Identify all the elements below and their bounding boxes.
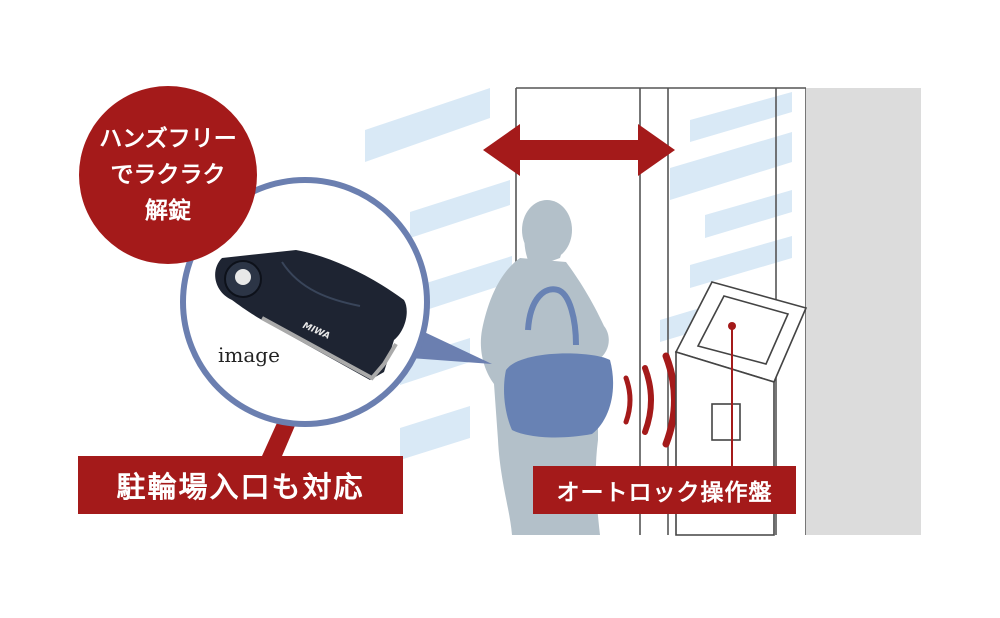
badge-line-1: ハンズフリー <box>99 125 237 152</box>
wall <box>806 88 921 535</box>
image-caption: image <box>218 343 280 367</box>
badge-line-2: でラクラク <box>110 161 226 188</box>
badge-line-3: 解錠 <box>144 197 191 224</box>
handsfree-badge: ハンズフリー でラクラク 解錠 <box>79 86 257 264</box>
key-fob-icon <box>215 250 407 381</box>
glass-reflection <box>365 88 792 460</box>
signal-waves-icon <box>623 352 678 448</box>
bicycle-entrance-label: 駐輪場入口も対応 <box>78 456 403 514</box>
double-arrow-icon <box>483 124 675 176</box>
handbag <box>504 286 614 438</box>
autolock-panel-label: オートロック操作盤 <box>533 466 796 514</box>
magnifier-pointer <box>410 330 492 364</box>
